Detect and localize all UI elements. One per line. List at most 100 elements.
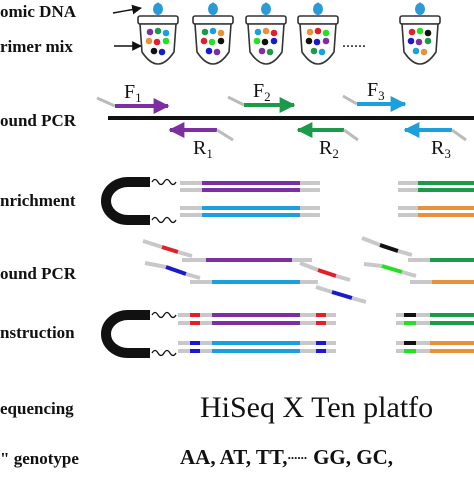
primer-dot xyxy=(162,29,170,37)
label-genotype: " genotype xyxy=(0,450,79,467)
primer-dot xyxy=(314,27,322,35)
primer-dot xyxy=(424,29,432,37)
index-segment xyxy=(331,290,353,300)
primer-dot xyxy=(412,47,420,55)
drop-icon xyxy=(313,3,323,15)
primer-dot xyxy=(322,37,330,45)
adapter-segment xyxy=(299,261,319,272)
library-fragments xyxy=(178,313,474,353)
adapter-segment xyxy=(361,236,381,247)
primer-dot xyxy=(217,37,225,45)
primer-dot xyxy=(150,47,158,55)
tube-icon xyxy=(137,2,179,65)
genotype-values-tail: GG, GC, xyxy=(313,445,393,469)
primer-label-r2: R2 xyxy=(319,137,339,161)
label-second-round-pcr: ound PCR xyxy=(0,264,77,283)
primer-dot xyxy=(420,48,428,56)
primer-dot xyxy=(270,29,278,37)
primer-dot xyxy=(208,38,216,46)
tube-row xyxy=(137,2,441,65)
primer-dot xyxy=(158,48,166,56)
primer-dot xyxy=(145,37,153,45)
primer-dot xyxy=(258,47,266,55)
adapter-segment xyxy=(177,250,193,258)
magnetic-bead-icon-2 xyxy=(101,310,177,358)
primer-label-r3: R3 xyxy=(431,137,451,161)
adapter-segment xyxy=(144,261,167,269)
tube-icon xyxy=(399,2,441,65)
primer-dot xyxy=(262,27,270,35)
primer-dot xyxy=(162,37,170,45)
primer-label-r1: R1 xyxy=(193,137,213,161)
primer-dot xyxy=(313,38,321,46)
primer-dot xyxy=(270,37,278,45)
drop-icon xyxy=(261,3,271,15)
primer-dot xyxy=(254,28,262,36)
label-enrichment: nrichment xyxy=(0,191,76,210)
forward-primer-2 xyxy=(227,95,296,113)
label-genotype-prefix: " xyxy=(0,449,10,468)
index-segment xyxy=(379,243,399,253)
primer-dot xyxy=(322,29,330,37)
drop-icon xyxy=(153,3,163,15)
tube-cap xyxy=(399,15,441,25)
primer-dot xyxy=(201,28,209,36)
reverse-primer-3 xyxy=(403,122,467,142)
adapter-segment xyxy=(363,262,383,268)
index-segment xyxy=(381,264,403,274)
adapter-segment xyxy=(397,249,413,257)
adapter-segment xyxy=(335,274,351,282)
primer-dot xyxy=(154,27,162,35)
adapter-segment xyxy=(315,285,333,294)
primer-label-f1: F1 xyxy=(124,81,142,105)
enriched-amplicons xyxy=(180,181,474,217)
primer-dot xyxy=(205,47,213,55)
primer-dot xyxy=(261,38,269,46)
label-genotype-text: genotype xyxy=(13,449,79,468)
sequencing-platform: HiSeq X Ten platfo xyxy=(200,391,434,424)
primer-dot xyxy=(416,27,424,35)
second-round-amplicons xyxy=(142,236,474,304)
primer-dot xyxy=(217,29,225,37)
tube-cap xyxy=(137,15,179,25)
primer-dot xyxy=(146,28,154,36)
forward-primer-1 xyxy=(96,96,170,114)
forward-primer-3 xyxy=(342,94,407,112)
primer-dot xyxy=(306,28,314,36)
tube-cap xyxy=(245,15,287,25)
primer-label-f3: F3 xyxy=(367,79,385,103)
label-library-construction: nstruction xyxy=(0,323,75,342)
primer-dot xyxy=(213,48,221,56)
genomic-dna-pointer-arrow xyxy=(112,4,142,15)
tube-icon xyxy=(192,2,234,65)
drop-icon xyxy=(415,3,425,15)
drop-icon xyxy=(208,3,218,15)
tube-icon xyxy=(245,2,287,65)
tube-cap xyxy=(192,15,234,25)
magnetic-bead-icon-1 xyxy=(101,177,177,225)
label-first-round-pcr: ound PCR xyxy=(0,111,77,130)
reverse-primer-2 xyxy=(296,122,359,142)
primer-dot xyxy=(407,37,415,45)
primer-dot xyxy=(153,38,161,46)
primer-dot xyxy=(253,37,261,45)
label-primer-mix: rimer mix xyxy=(0,37,73,56)
primer-dot xyxy=(424,37,432,45)
tube-cap xyxy=(297,15,339,25)
label-sequencing: equencing xyxy=(0,399,74,418)
primer-dot xyxy=(209,27,217,35)
primer-dot xyxy=(266,48,274,56)
primer-dot xyxy=(318,48,326,56)
adapter-segment xyxy=(401,270,417,278)
adapter-segment xyxy=(351,296,367,304)
tube-ellipsis: ...... xyxy=(342,34,366,51)
primer-label-f2: F2 xyxy=(253,80,271,104)
primer-dot xyxy=(200,37,208,45)
genotype-list: AA, AT, TT,......GG, GC, xyxy=(180,447,393,468)
label-genomic-dna: omic DNA xyxy=(0,2,77,21)
index-segment xyxy=(165,265,187,276)
primer-dot xyxy=(305,37,313,45)
reverse-primer-1 xyxy=(168,122,234,142)
